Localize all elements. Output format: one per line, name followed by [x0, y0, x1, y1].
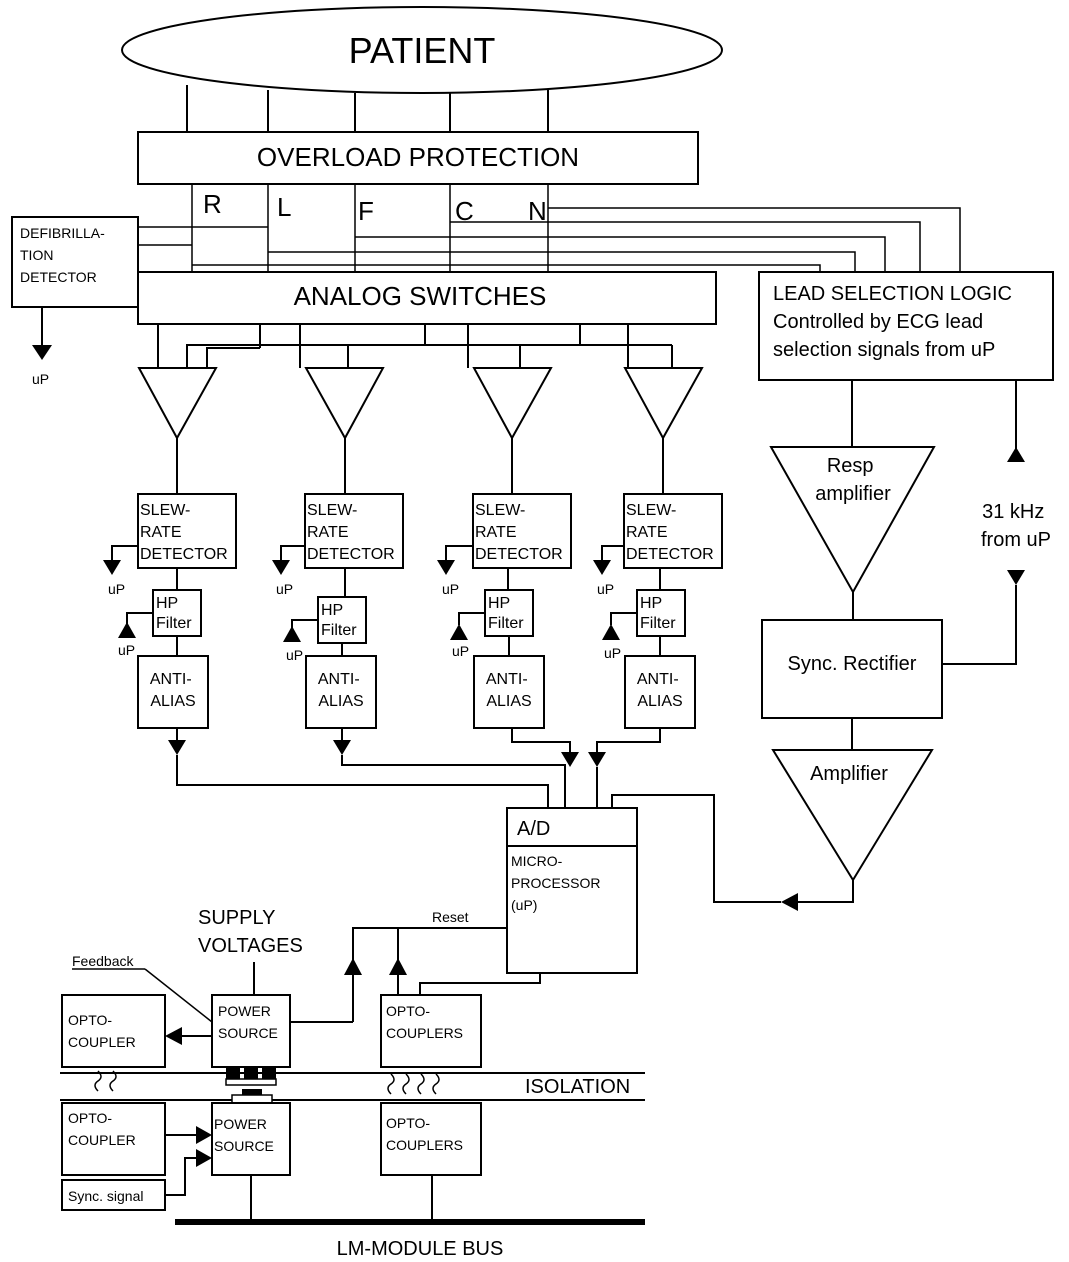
slew-up-outputs: [103, 545, 624, 575]
hp-filter-1: [152, 589, 202, 637]
power-source-lower-label: POWER SOURCE: [214, 1116, 274, 1154]
antialias-to-ad-wiring: [168, 728, 661, 808]
hp-3-up-label: uP: [452, 643, 469, 659]
lm-module-bus-label: LM-MODULE BUS: [337, 1238, 504, 1260]
hp-2-up-label: uP: [286, 647, 303, 663]
slew-rate-detector-3: [472, 493, 572, 569]
anti-alias-1: [137, 655, 209, 729]
channel-2-amplifier: [304, 367, 385, 441]
hp-filter-4-label: HP Filter: [640, 595, 676, 632]
reset-wiring: [290, 927, 541, 1023]
slew-to-hp-wiring: [176, 568, 661, 597]
defib-arrow-down: [32, 345, 52, 360]
analog-switches-label: ANALOG SWITCHES: [294, 281, 547, 311]
hp-filter-1-label: HP Filter: [156, 595, 192, 632]
transformer-coupling: [225, 1067, 277, 1104]
anti-alias-4-label: ANTI- ALIAS: [637, 671, 683, 710]
slew-3-up-label: uP: [442, 581, 459, 597]
patient-leads: [186, 85, 549, 132]
slew-4-up-label: uP: [597, 581, 614, 597]
output-amplifier: [771, 749, 934, 882]
sync-rectifier-box: [761, 619, 943, 719]
anti-alias-2-label: ANTI- ALIAS: [318, 671, 364, 710]
channel-3-amplifier: [472, 367, 553, 441]
lead-label-r: R: [203, 189, 222, 219]
slew-rate-detector-2-label: SLEW- RATE DETECTOR: [307, 502, 395, 563]
output-amplifier-label: Amplifier: [810, 763, 888, 785]
power-source-upper: [211, 994, 291, 1068]
optical-coupling-symbols: [94, 1070, 440, 1095]
ad-label: A/D: [517, 818, 550, 840]
slew-rate-detector-4: [623, 493, 723, 569]
feedback-arrow-left: [165, 1027, 182, 1045]
khz-label: 31 kHz from uP: [981, 501, 1051, 551]
hp-filter-2-label: HP Filter: [321, 602, 357, 639]
power-source-lower: [211, 1102, 291, 1176]
opto-coupler-lower: [61, 1102, 166, 1176]
opto-coupler-lower-label: OPTO- COUPLER: [68, 1110, 136, 1148]
hp-up-inputs: [118, 612, 637, 642]
microprocessor-label: MICRO- PROCESSOR (uP): [511, 853, 604, 913]
supply-voltages-label: SUPPLY VOLTAGES: [198, 907, 303, 957]
hp-filter-3-label: HP Filter: [488, 595, 524, 632]
amp-to-slew-wiring: [176, 438, 664, 494]
anti-alias-3: [473, 655, 545, 729]
power-source-upper-label: POWER SOURCE: [218, 1003, 278, 1041]
defibrillation-detector-box: [11, 216, 139, 308]
reset-label: Reset: [432, 909, 469, 925]
defibrillation-detector-label: DEFIBRILLA- TION DETECTOR: [20, 225, 109, 285]
resp-amplifier-label: Resp amplifier: [815, 455, 891, 505]
feedback-label: Feedback: [72, 953, 134, 969]
microprocessor-box: [506, 807, 638, 974]
sync-to-power-arrow: [196, 1149, 212, 1167]
opto-coupler-upper: [61, 994, 166, 1068]
slew-1-up-label: uP: [108, 581, 125, 597]
lead-label-n: N: [528, 196, 547, 226]
patient-label: PATIENT: [349, 30, 496, 71]
opto-couplers-upper: [380, 994, 482, 1068]
opto-couplers-lower: [380, 1102, 482, 1176]
lead-selection-logic-label: LEAD SELECTION LOGIC Controlled by ECG l…: [773, 283, 1018, 361]
slew-rate-detector-2: [304, 493, 404, 569]
hp-to-antialias-wiring: [176, 636, 661, 656]
sync-rectifier-label: Sync. Rectifier: [788, 653, 917, 675]
slew-rate-detector-4-label: SLEW- RATE DETECTOR: [626, 502, 714, 563]
anti-alias-3-label: ANTI- ALIAS: [486, 671, 532, 710]
channel-4-amplifier: [623, 367, 704, 441]
opto-to-power-arrow: [196, 1126, 212, 1144]
slew-rate-detector-1: [137, 493, 237, 569]
lead-label-l: L: [277, 192, 291, 222]
overload-protection-label: OVERLOAD PROTECTION: [257, 142, 579, 172]
anti-alias-4: [624, 655, 696, 729]
hp-1-up-label: uP: [118, 642, 135, 658]
switch-to-amp-wiring: [157, 324, 673, 368]
slew-2-up-label: uP: [276, 581, 293, 597]
anti-alias-2: [305, 655, 377, 729]
khz-feed-wiring: [942, 380, 1025, 665]
defib-up-label: uP: [32, 371, 49, 387]
slew-rate-detector-3-label: SLEW- RATE DETECTOR: [475, 502, 563, 563]
opto-coupler-upper-label: OPTO- COUPLER: [68, 1012, 136, 1050]
lead-selection-logic-box: [758, 271, 1054, 381]
slew-rate-detector-1-label: SLEW- RATE DETECTOR: [140, 502, 228, 563]
isolation-label: ISOLATION: [525, 1076, 630, 1098]
lead-wiring: [138, 184, 961, 272]
opto-couplers-lower-label: OPTO- COUPLERS: [386, 1115, 463, 1153]
resp-amplifier: [769, 446, 936, 595]
patient-ellipse: [121, 6, 723, 94]
analog-switches-box: [137, 271, 717, 325]
lead-label-f: F: [358, 196, 374, 226]
channel-1-amplifier: [137, 367, 218, 441]
amp-to-ad-wiring: [611, 794, 854, 911]
sync-signal-label: Sync. signal: [68, 1188, 143, 1204]
overload-protection-box: [137, 131, 699, 185]
lead-label-c: C: [455, 196, 474, 226]
anti-alias-1-label: ANTI- ALIAS: [150, 671, 196, 710]
hp-4-up-label: uP: [604, 645, 621, 661]
sync-signal-box: [61, 1179, 166, 1211]
opto-couplers-upper-label: OPTO- COUPLERS: [386, 1003, 463, 1041]
